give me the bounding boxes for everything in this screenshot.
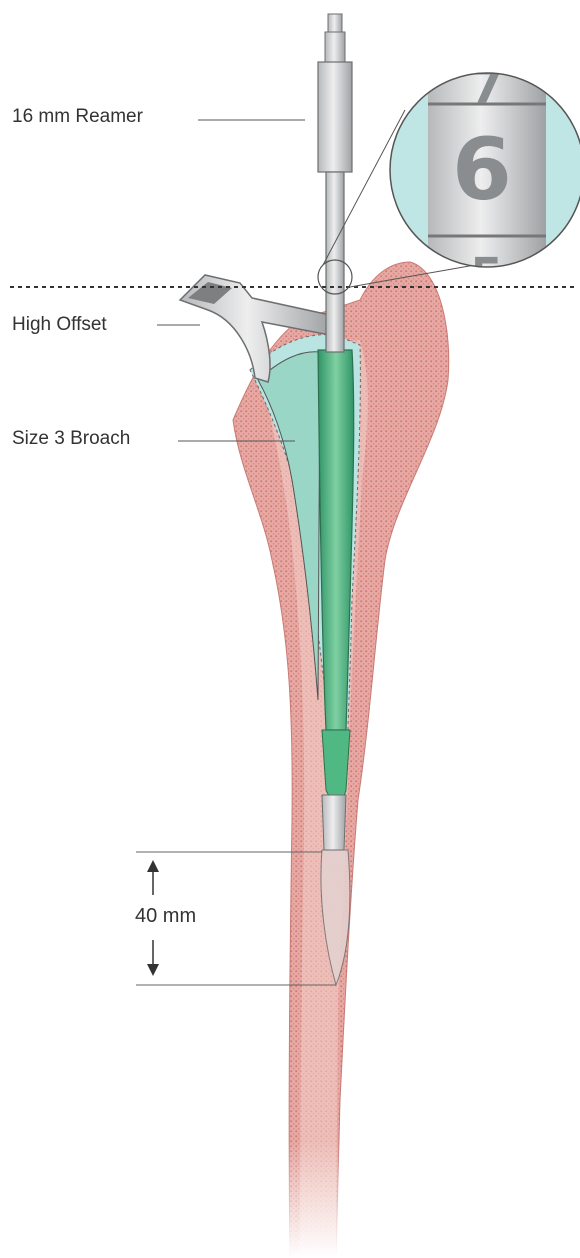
- magnified-size-digit: 6: [452, 120, 512, 220]
- offset-label: High Offset: [12, 314, 107, 336]
- reamer-label: 16 mm Reamer: [12, 106, 143, 128]
- broach-label: Size 3 Broach: [12, 428, 130, 450]
- magnified-digit-below: 5: [470, 248, 503, 304]
- depth-label: 40 mm: [135, 905, 196, 928]
- magnified-digit-above: 7: [470, 59, 503, 115]
